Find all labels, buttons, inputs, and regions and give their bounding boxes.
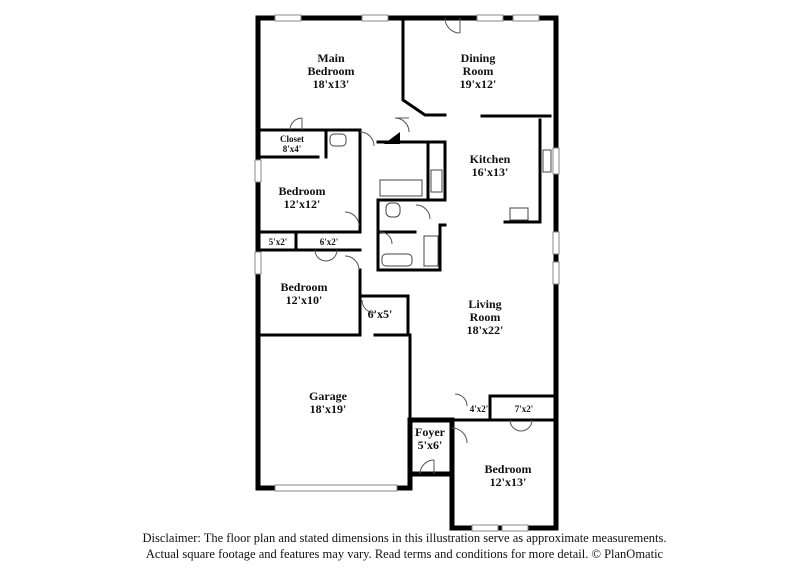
- exterior-walls: [255, 15, 559, 531]
- closet-6x5-label: 6'x5': [368, 307, 393, 321]
- windows: [254, 14, 560, 532]
- fixtures: [329, 132, 552, 267]
- disclaimer-line-2: Actual square footage and features may v…: [145, 547, 664, 561]
- interior-walls: [256, 16, 558, 422]
- closet-6x2-label: 6'x2': [320, 237, 339, 247]
- closet-5x2-label: 5'x2': [269, 237, 288, 247]
- disclaimer-line-1: Disclaimer: The floor plan and stated di…: [142, 531, 667, 545]
- doors: [289, 17, 533, 475]
- closet-7x2-label: 7'x2': [515, 404, 534, 414]
- closet-4x2-label: 4'x2': [470, 404, 489, 414]
